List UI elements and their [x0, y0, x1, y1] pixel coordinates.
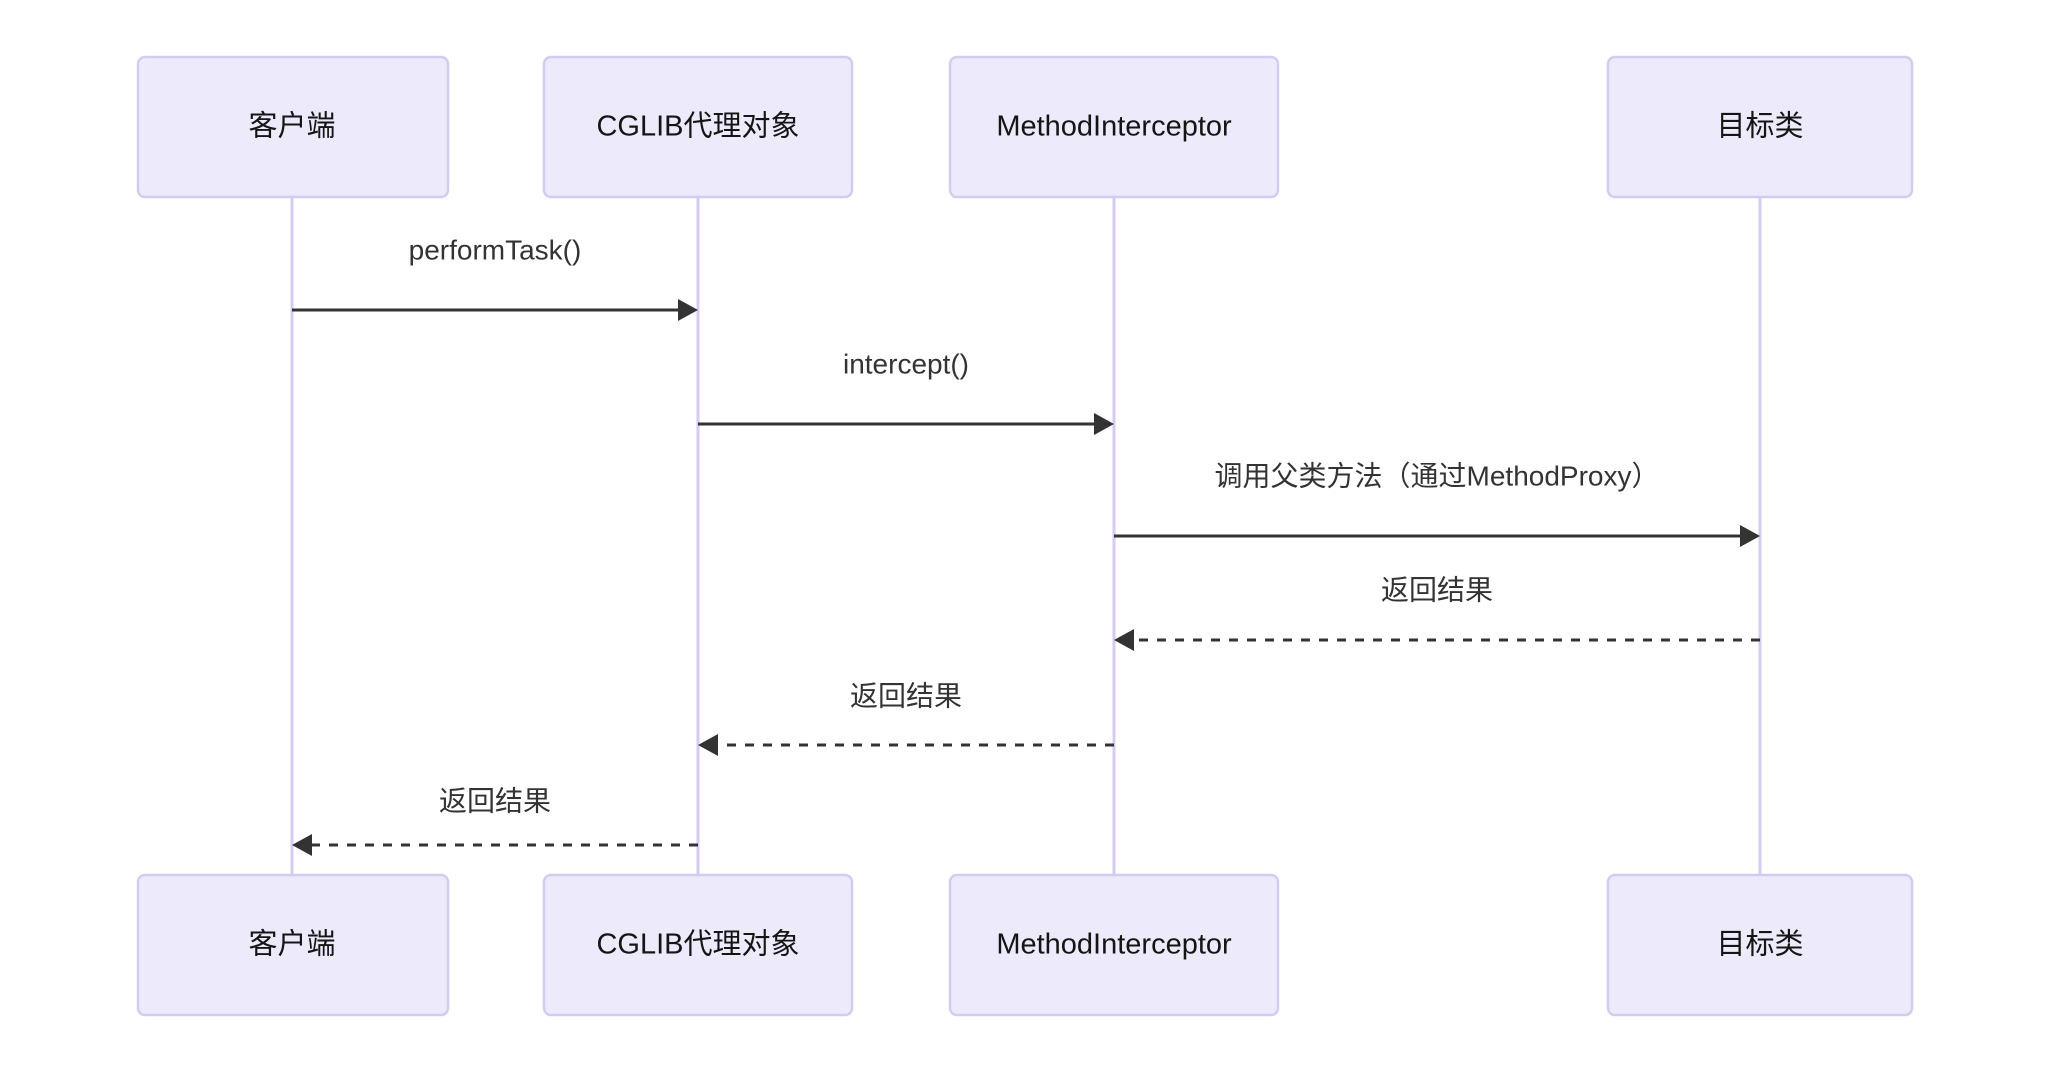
actor-label-target: 目标类: [1716, 110, 1803, 143]
actor-box: [1606, 873, 1914, 1017]
arrow-head-icon: [1114, 629, 1134, 651]
arrow-head-icon: [678, 299, 698, 321]
actor-bottom-target[interactable]: 目标类: [1606, 873, 1914, 1017]
actor-box: [948, 873, 1280, 1017]
actor-label-interceptor: MethodInterceptor: [996, 111, 1232, 143]
actor-box: [542, 873, 854, 1017]
message-label: intercept(): [843, 348, 969, 379]
actor-box: [136, 873, 450, 1017]
actor-label-client: 客户端: [248, 928, 335, 961]
message-label: performTask(): [409, 234, 582, 265]
message-label: 返回结果: [1381, 574, 1493, 605]
messages-layer: performTask() intercept() 调用父类方法（通过MethodP…: [292, 234, 1760, 856]
actor-box: [542, 55, 854, 199]
actor-label-client: 客户端: [248, 110, 335, 143]
message-5[interactable]: 返回结果: [698, 680, 1114, 756]
actor-label-target: 目标类: [1716, 928, 1803, 961]
actor-top-client[interactable]: 客户端: [136, 55, 450, 199]
actor-box: [1606, 55, 1914, 199]
actor-label-interceptor: MethodInterceptor: [996, 929, 1232, 961]
message-label: 调用父类方法（通过MethodProxy）: [1215, 460, 1660, 491]
message-3[interactable]: 调用父类方法（通过MethodProxy）: [1114, 460, 1760, 547]
arrow-head-icon: [1094, 413, 1114, 435]
message-4[interactable]: 返回结果: [1114, 574, 1760, 651]
message-2[interactable]: intercept(): [698, 348, 1114, 435]
arrow-head-icon: [292, 834, 312, 856]
actor-top-target[interactable]: 目标类: [1606, 55, 1914, 199]
actor-bottom-interceptor[interactable]: MethodInterceptor: [948, 873, 1280, 1017]
actor-bottom-client[interactable]: 客户端: [136, 873, 450, 1017]
message-label: 返回结果: [439, 785, 551, 816]
message-6[interactable]: 返回结果: [292, 785, 698, 856]
arrow-head-icon: [698, 734, 718, 756]
message-1[interactable]: performTask(): [292, 234, 698, 321]
actor-bottom-cglib_proxy[interactable]: CGLIB代理对象: [542, 873, 854, 1017]
actors-top-layer: 客户端 CGLIB代理对象 MethodInterceptor 目标类: [136, 55, 1914, 199]
actor-box: [136, 55, 450, 199]
arrow-head-icon: [1740, 525, 1760, 547]
actor-top-interceptor[interactable]: MethodInterceptor: [948, 55, 1280, 199]
actor-box: [948, 55, 1280, 199]
actor-label-cglib_proxy: CGLIB代理对象: [596, 110, 799, 143]
actor-top-cglib_proxy[interactable]: CGLIB代理对象: [542, 55, 854, 199]
actor-label-cglib_proxy: CGLIB代理对象: [596, 928, 799, 961]
actors-bottom-layer: 客户端 CGLIB代理对象 MethodInterceptor 目标类: [136, 873, 1914, 1017]
message-label: 返回结果: [850, 680, 962, 711]
